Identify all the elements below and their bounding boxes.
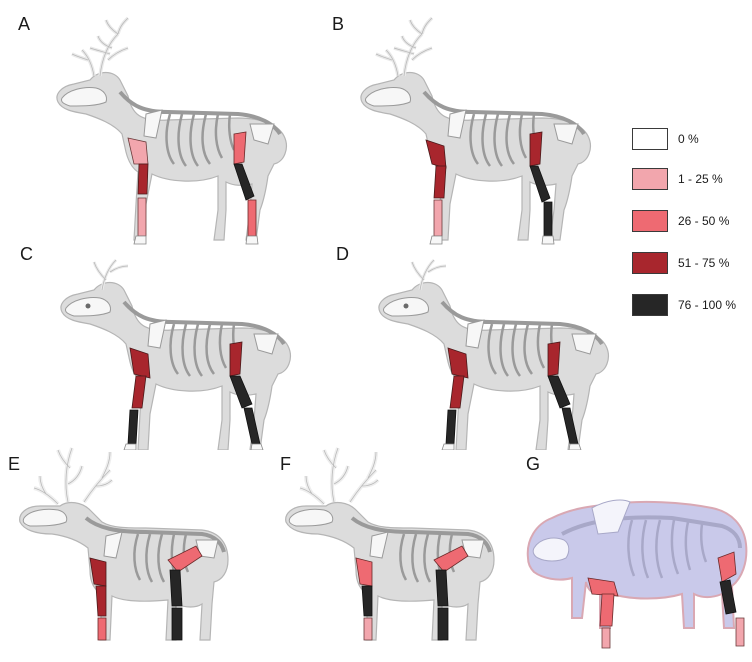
femur-bone [530, 132, 542, 166]
legend-item: 51 - 75 % [632, 252, 750, 276]
panel-e-reindeer-diagram [4, 440, 244, 656]
legend-item: 76 - 100 % [632, 294, 750, 318]
panel-g-bison-diagram [520, 476, 752, 656]
metacarpal-bone [446, 410, 456, 444]
legend-label: 26 - 50 % [678, 214, 729, 228]
radius-ulna-bone [96, 586, 106, 616]
panel-f-reindeer-diagram [270, 440, 510, 656]
legend-item: 26 - 50 % [632, 210, 750, 234]
legend-label: 0 % [678, 132, 699, 146]
metacarpal-bone [128, 410, 138, 444]
tibia-bone [436, 570, 448, 606]
panel-a-deer-diagram [22, 10, 302, 250]
legend-swatch [632, 128, 668, 150]
legend-swatch [632, 252, 668, 274]
panel-d-deer-diagram [346, 236, 626, 450]
legend-swatch [632, 168, 668, 190]
legend-swatch [632, 294, 668, 316]
metacarpal-bone [364, 618, 372, 640]
femur-bone [234, 132, 246, 164]
metacarpal-bone [434, 200, 442, 236]
femur-bone [548, 342, 560, 376]
radius-ulna-bone [138, 164, 148, 194]
hind-phalanges [251, 444, 263, 450]
radius-ulna-bone [362, 586, 372, 616]
metacarpal-bone [98, 618, 106, 640]
metatarsal-bone [544, 202, 552, 236]
legend-label: 76 - 100 % [678, 298, 736, 312]
metatarsal-bone [736, 618, 744, 646]
radius-ulna-bone [600, 594, 614, 626]
panel-b-deer-diagram [326, 10, 606, 250]
metatarsal-bone [438, 608, 448, 640]
legend-label: 51 - 75 % [678, 256, 729, 270]
metacarpal-bone [138, 198, 146, 236]
legend-item: 0 % [632, 128, 750, 152]
hind-phalanges [569, 444, 581, 450]
legend-swatch [632, 210, 668, 232]
femur-bone [230, 342, 242, 376]
metatarsal-bone [248, 200, 256, 236]
panel-c-deer-diagram [28, 236, 308, 450]
metatarsal-bone [172, 608, 182, 640]
radius-ulna-bone [434, 166, 446, 198]
panel-label-g: G [526, 454, 540, 475]
tibia-bone [170, 570, 182, 606]
legend-label: 1 - 25 % [678, 172, 723, 186]
legend-item: 1 - 25 % [632, 168, 750, 192]
metacarpal-bone [602, 628, 610, 648]
